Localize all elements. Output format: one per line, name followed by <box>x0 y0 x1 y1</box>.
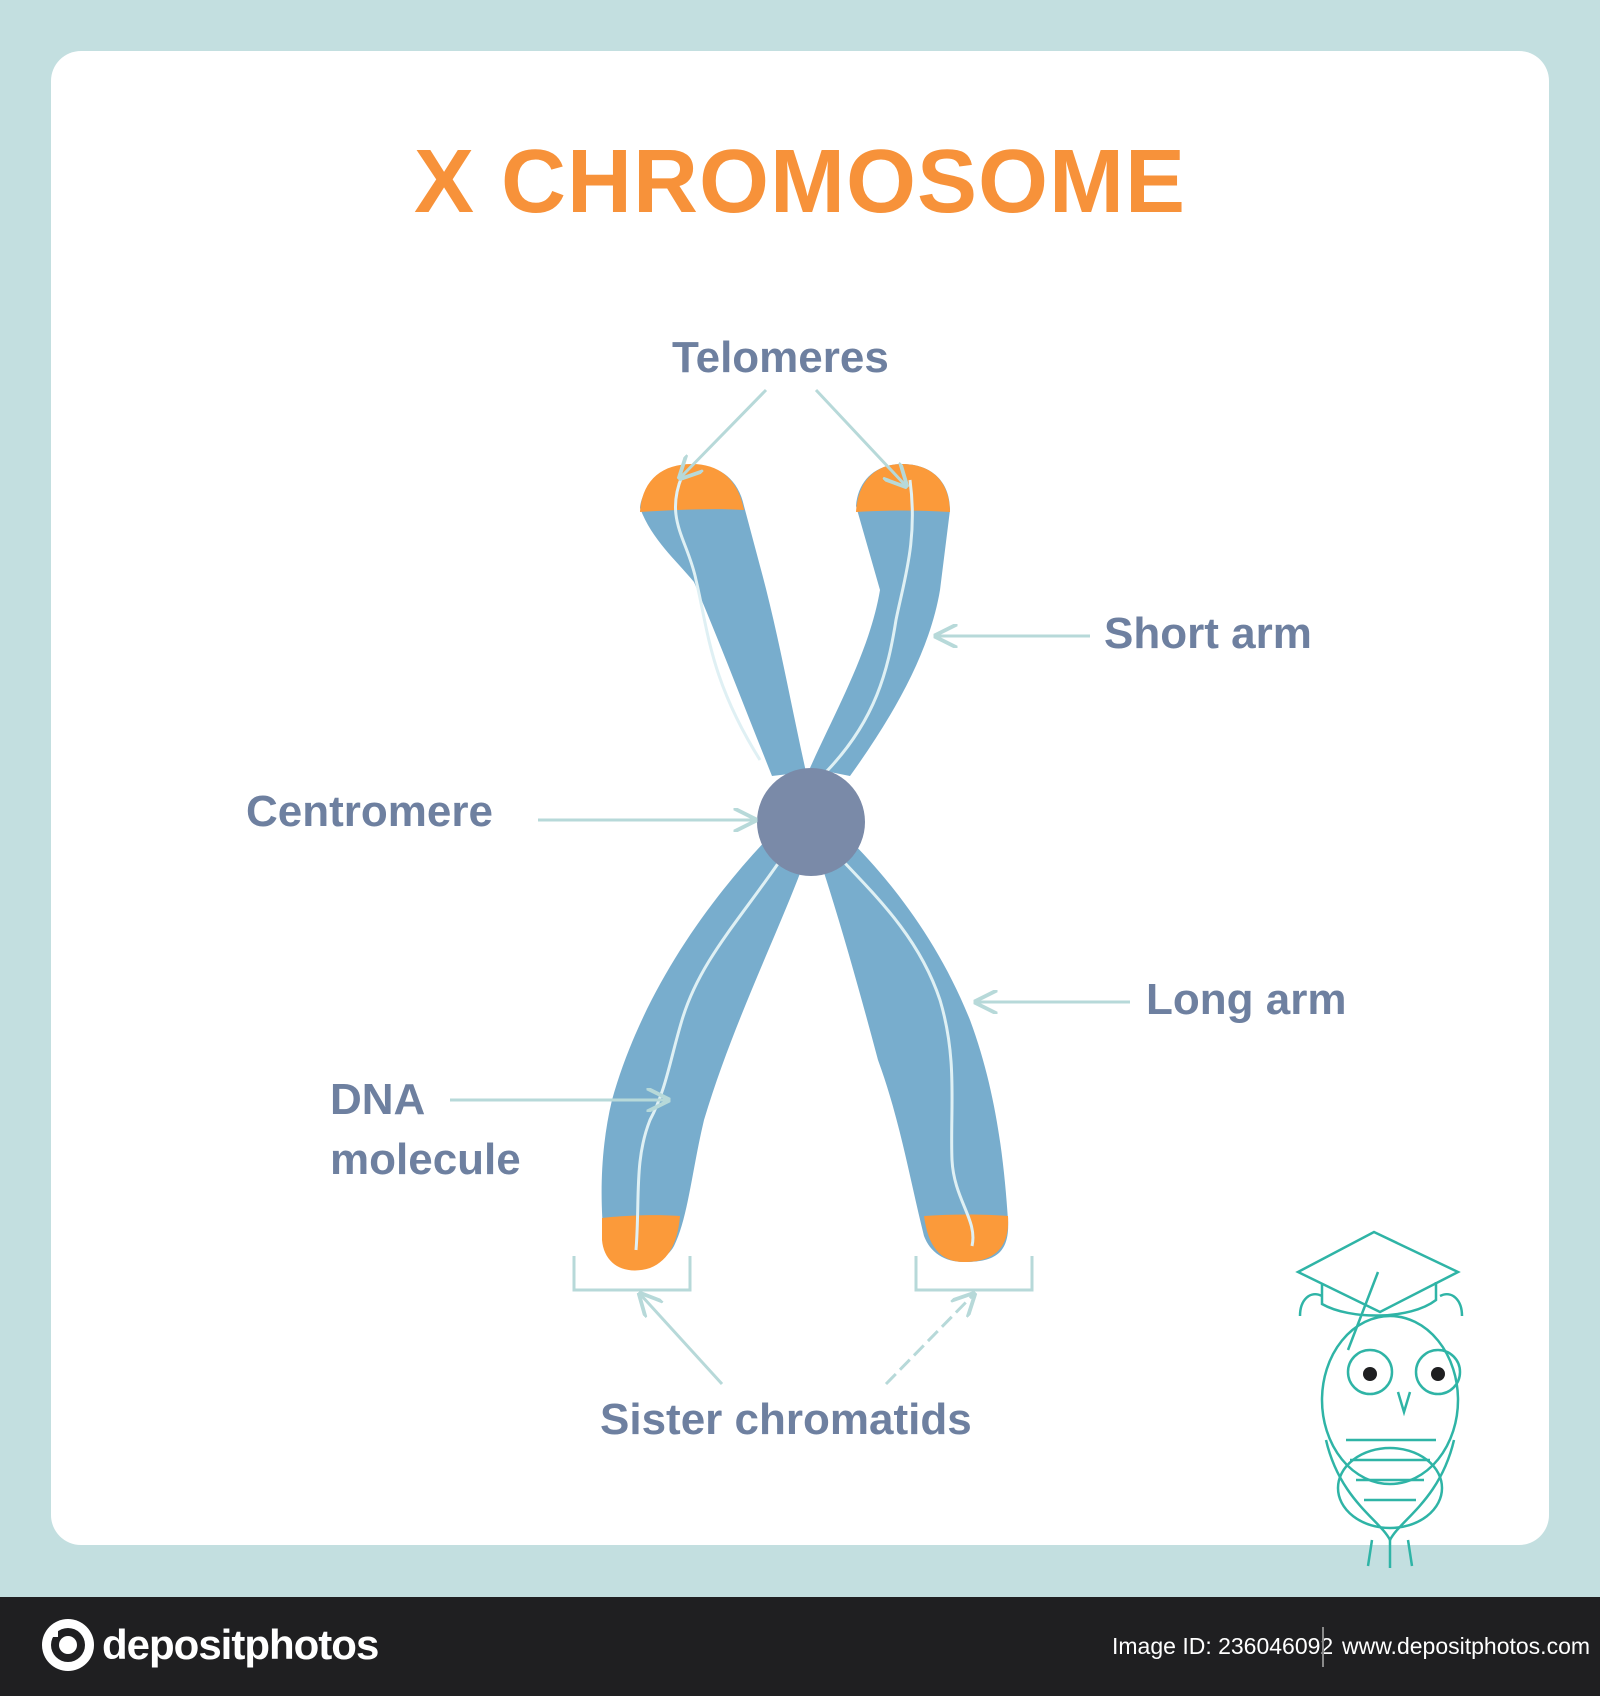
footer-divider <box>1322 1627 1324 1667</box>
footer-bar: depositphotos Image ID: 236046092 www.de… <box>0 1597 1600 1696</box>
label-dna-line1: DNA <box>330 1075 426 1124</box>
depositphotos-logo-icon[interactable] <box>40 1617 96 1673</box>
diagram-title: X CHROMOSOME <box>413 132 1187 232</box>
pointer-arrows <box>450 388 1130 1386</box>
lower-right-chromatid <box>816 838 1009 1262</box>
label-dna-line2: molecule <box>330 1135 521 1184</box>
sister-arrow-right <box>884 1294 974 1386</box>
label-centromere: Centromere <box>246 787 493 836</box>
image-id: Image ID: 236046092 <box>1112 1633 1334 1659</box>
label-long-arm: Long arm <box>1146 975 1347 1024</box>
telomere-arrow-right <box>814 388 906 486</box>
upper-right-chromatid <box>810 464 950 776</box>
centromere-circle <box>757 768 865 876</box>
telomere-arrow-left <box>680 388 768 478</box>
upper-left-chromatid <box>640 464 806 776</box>
label-short-arm: Short arm <box>1104 609 1312 658</box>
sister-arrow-left <box>640 1294 724 1386</box>
label-sister-chromatids: Sister chromatids <box>600 1395 972 1444</box>
label-telomeres: Telomeres <box>672 333 889 382</box>
bracket-left <box>572 1256 692 1292</box>
depositphotos-logo-text[interactable]: depositphotos <box>102 1621 379 1668</box>
bracket-right <box>914 1256 1034 1292</box>
owl-mascot-icon <box>1295 1230 1464 1568</box>
website-link[interactable]: www.depositphotos.com <box>1342 1633 1591 1659</box>
lower-left-chromatid <box>601 838 808 1271</box>
